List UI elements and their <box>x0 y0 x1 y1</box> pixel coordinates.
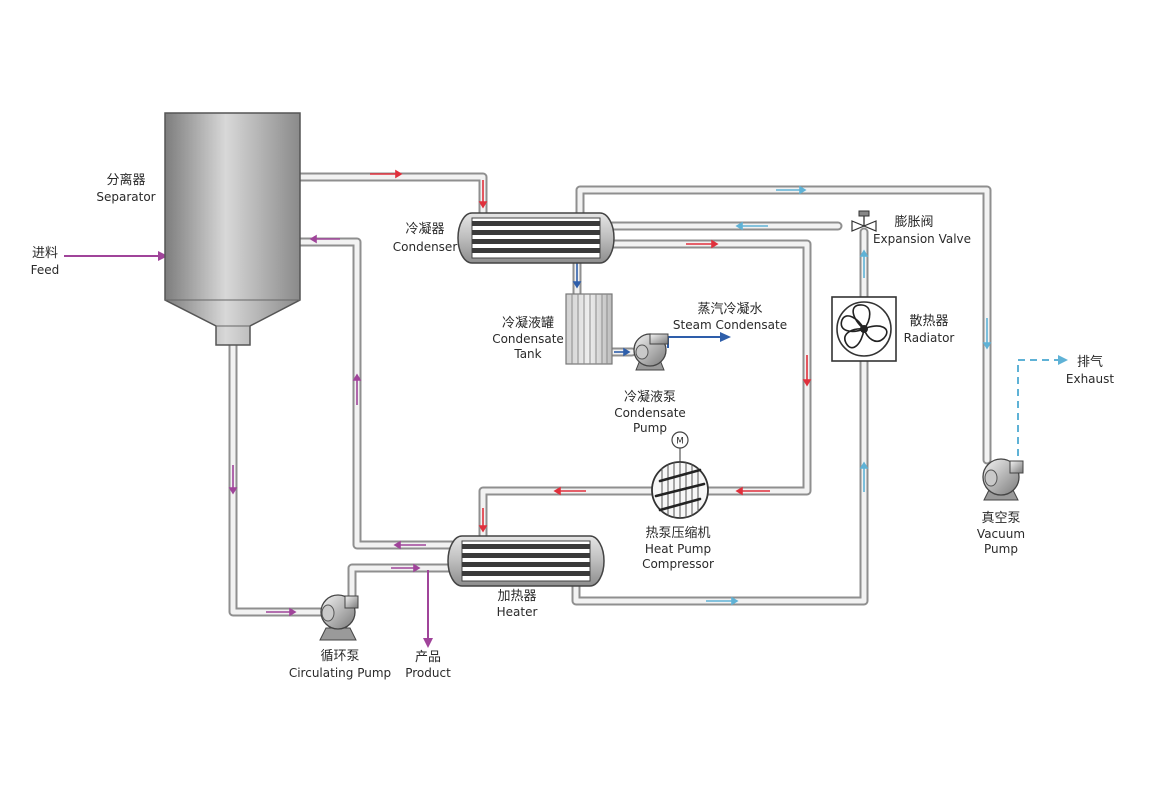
separator-label-en: Separator <box>96 190 155 204</box>
circulating-pump-icon <box>319 594 359 641</box>
pipe-compressor-to-heater <box>478 486 657 540</box>
feed-label-en: Feed <box>31 263 60 277</box>
heater-label-en: Heater <box>497 605 538 619</box>
radiator-label-en: Radiator <box>904 331 955 345</box>
vacuum-label-en2: Pump <box>984 542 1018 556</box>
radiator-label-cn: 散热器 <box>909 314 948 329</box>
compressor-label-en2: Compressor <box>642 557 714 571</box>
vacuum-pump-icon <box>982 458 1024 501</box>
tank-label-en2: Tank <box>513 347 541 361</box>
condensate-tank <box>565 293 613 365</box>
pipe-heater-to-radiator <box>571 357 869 606</box>
tank-label-en1: Condensate <box>492 332 564 346</box>
product-label-en: Product <box>405 666 451 680</box>
exhaust-label-cn: 排气 <box>1077 354 1103 370</box>
feed-arrow <box>64 251 168 261</box>
compressor-motor-label: M <box>676 437 684 447</box>
exhaust-arrow <box>1017 355 1068 468</box>
circ-pump-label-cn: 循环泵 <box>320 649 359 664</box>
product-arrow <box>423 570 433 648</box>
labels: 分离器 Separator 进料 Feed 冷凝器 Condenser 冷凝液罐… <box>31 172 1115 680</box>
condensate-pump-icon <box>633 333 669 371</box>
steam-label-en: Steam Condensate <box>673 318 787 332</box>
condenser-label-en: Condenser <box>393 240 458 254</box>
cpump-label-en1: Condensate <box>614 406 686 420</box>
pipe-heater-to-separator <box>295 237 457 550</box>
cpump-label-cn: 冷凝液泵 <box>624 389 676 405</box>
vacuum-label-en1: Vacuum <box>977 527 1025 541</box>
tank-label-cn: 冷凝液罐 <box>502 315 554 331</box>
expansion-valve-icon <box>851 210 877 232</box>
radiator-fan-icon <box>831 296 897 362</box>
separator-vessel <box>164 112 301 346</box>
cpump-label-en2: Pump <box>633 421 667 435</box>
circ-pump-label-en: Circulating Pump <box>289 666 391 680</box>
expansion-label-en: Expansion Valve <box>873 232 971 246</box>
condenser-heat-exchanger <box>457 212 615 264</box>
pipe-separator-to-circ-pump <box>228 340 327 617</box>
compressor-label-cn: 热泵压缩机 <box>645 525 710 541</box>
product-label-cn: 产品 <box>415 650 441 665</box>
condenser-label-cn: 冷凝器 <box>405 221 444 237</box>
heater-label-cn: 加热器 <box>497 589 536 604</box>
steam-label-cn: 蒸汽冷凝水 <box>697 301 762 317</box>
expansion-label-cn: 膨胀阀 <box>894 215 933 230</box>
flow-markers <box>228 169 992 617</box>
heater-heat-exchanger <box>447 535 605 587</box>
feed-label-cn: 进料 <box>32 246 58 261</box>
vacuum-label-cn: 真空泵 <box>981 511 1020 526</box>
pipe-separator-to-condenser <box>295 172 488 220</box>
pipe-circ-pump-to-heater <box>347 563 457 605</box>
compressor-label-en1: Heat Pump <box>645 542 711 556</box>
heat-pump-compressor-icon: M <box>651 431 709 519</box>
steam-condensate-arrow <box>667 332 731 348</box>
exhaust-label-en: Exhaust <box>1066 372 1115 386</box>
separator-label-cn: 分离器 <box>106 172 145 188</box>
